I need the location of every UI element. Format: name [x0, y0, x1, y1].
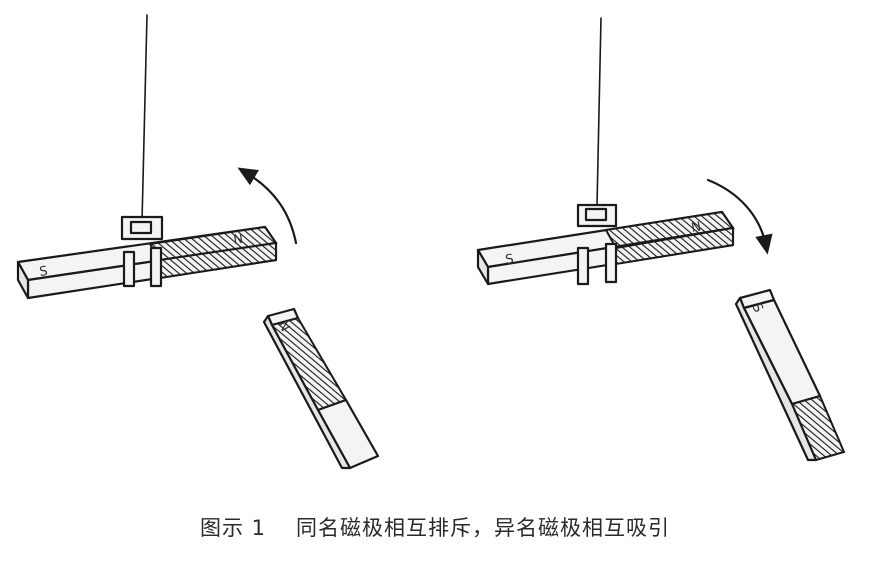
right-suspended-magnet: S N	[476, 210, 735, 286]
caption-left-text: 同名磁极相互排斥，	[296, 516, 495, 540]
left-rotation-arrow	[237, 167, 298, 245]
svg-text:N: N	[232, 232, 244, 248]
left-hanger-clip	[120, 215, 164, 241]
caption-figure-label: 图示 1	[199, 516, 267, 540]
right-hanger-clip	[576, 203, 618, 228]
svg-text:N: N	[690, 220, 702, 236]
left-suspension-thread	[141, 14, 148, 223]
right-rotation-arrow	[706, 178, 773, 255]
left-suspended-magnet: S N	[16, 225, 278, 300]
caption-right-text: 异名磁极相互吸引	[494, 516, 671, 540]
right-scene-attraction: S N S	[476, 17, 846, 462]
magnet-diagram: S N N	[16, 14, 846, 470]
svg-text:S: S	[38, 264, 48, 280]
left-scene-repulsion: S N N	[16, 14, 380, 470]
right-suspension-thread	[596, 17, 602, 207]
svg-text:S: S	[504, 252, 515, 268]
figure-caption: 图示 1 同名磁极相互排斥，异名磁极相互吸引	[0, 512, 870, 556]
right-handheld-magnet: S	[734, 288, 846, 462]
left-handheld-magnet: N	[262, 307, 380, 470]
